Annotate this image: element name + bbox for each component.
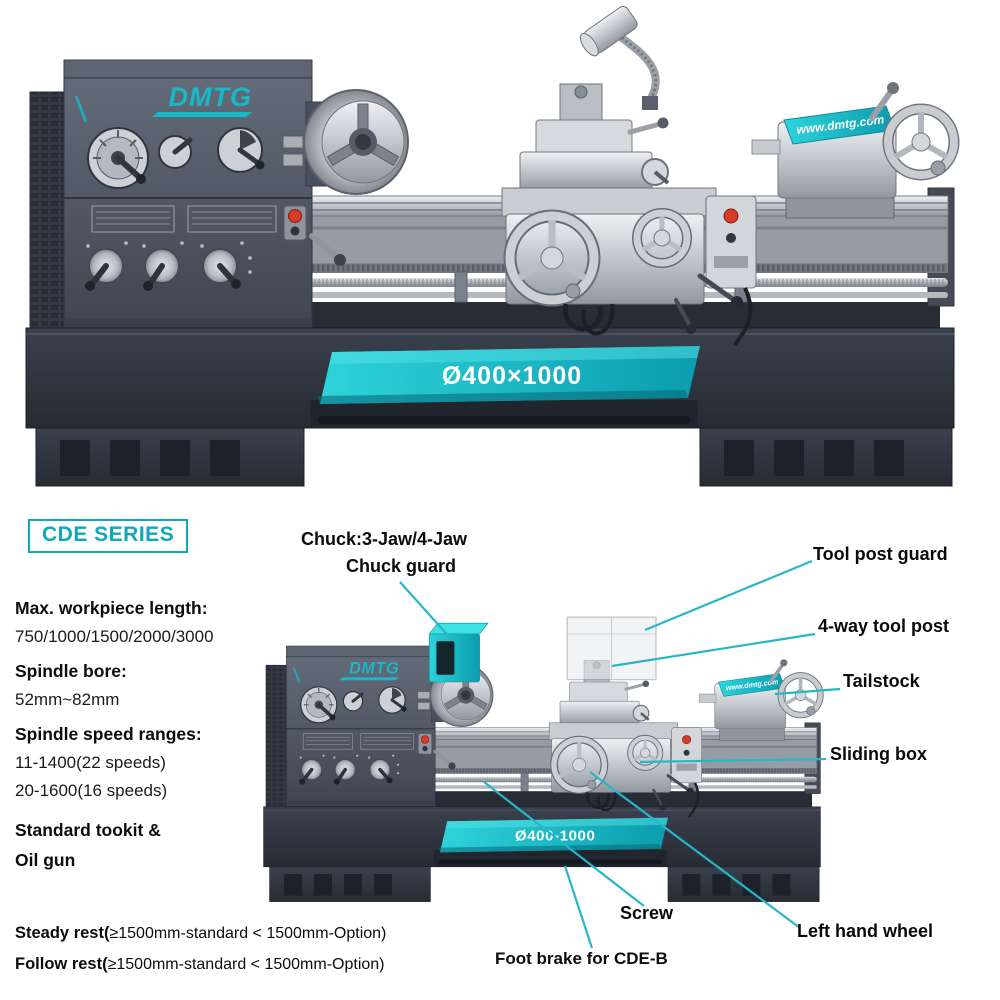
spec-value-speed-2: 20-1600(16 speeds) xyxy=(15,781,168,800)
callout-screw: Screw xyxy=(620,903,674,923)
callout-chuck-line2: Chuck guard xyxy=(345,556,456,576)
callout-tool-post-guard: Tool post guard xyxy=(813,544,948,564)
model-label-top: Ø400×1000 xyxy=(442,362,582,390)
steady-rest-note: Steady rest(≥1500mm-standard < 1500mm-Op… xyxy=(15,918,386,949)
spec-value-speed-1: 11-1400(22 speeds) xyxy=(15,753,166,772)
callout-left-hand-wheel: Left hand wheel xyxy=(797,921,934,941)
follow-rest-detail: ≥1500mm-standard < 1500mm-Option) xyxy=(107,956,385,973)
spec-value-workpiece: 750/1000/1500/2000/3000 xyxy=(15,627,214,646)
model-label-bottom: Ø400-1000 xyxy=(515,827,595,844)
foot-brake-note: Foot brake for CDE-B xyxy=(495,949,668,968)
product-photo-top: Ø400×1000 xyxy=(0,0,1000,500)
tool-post-guard-shield xyxy=(566,616,657,681)
callout-chuck: Chuck:3-Jaw/4-Jaw Chuck guard xyxy=(252,526,516,580)
chuck-guard-part xyxy=(428,622,489,683)
steady-rest-label: Steady rest( xyxy=(15,924,110,942)
series-badge: CDE SERIES xyxy=(28,519,189,553)
spec-value-spindle-bore: 52mm~82mm xyxy=(15,690,120,709)
callout-chuck-line1: Chuck:3-Jaw/4-Jaw xyxy=(300,529,468,549)
follow-rest-label: Follow rest( xyxy=(15,955,108,973)
callout-4way-tool-post: 4-way tool post xyxy=(818,616,950,636)
callout-tailstock: Tailstock xyxy=(843,671,920,691)
rest-notes: Steady rest(≥1500mm-standard < 1500mm-Op… xyxy=(15,918,386,980)
steady-rest-detail: ≥1500mm-standard < 1500mm-Option) xyxy=(109,925,387,942)
annotated-photo: Ø400-1000 xyxy=(248,610,848,910)
spec-heading-toolkit: Standard tookit & xyxy=(15,820,161,840)
follow-rest-note: Follow rest(≥1500mm-standard < 1500mm-Op… xyxy=(15,949,386,980)
spec-heading-workpiece: Max. workpiece length: xyxy=(15,598,208,618)
spec-heading-spindle-bore: Spindle bore: xyxy=(15,661,127,681)
spec-heading-oil-gun: Oil gun xyxy=(15,850,76,870)
spec-list: Max. workpiece length: 750/1000/1500/200… xyxy=(15,598,277,871)
callout-sliding-box: Sliding box xyxy=(830,744,927,764)
spec-heading-speed-ranges: Spindle speed ranges: xyxy=(15,724,202,744)
